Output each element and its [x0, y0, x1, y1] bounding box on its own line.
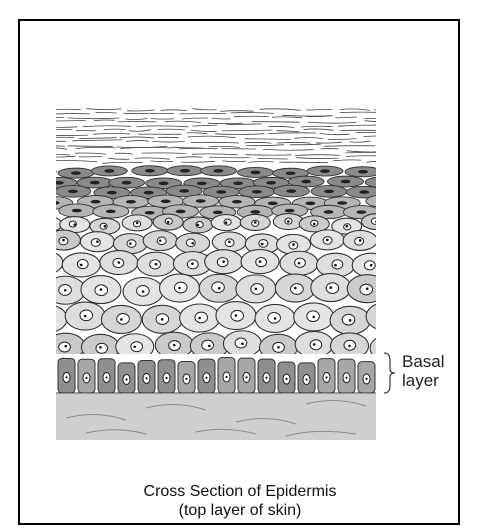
caption-subtitle: (top layer of skin) [60, 501, 420, 520]
stratum-granulosum [56, 166, 376, 220]
basal-layer-cells [56, 354, 376, 394]
label-line-2: layer [402, 371, 445, 390]
caption-title: Cross Section of Epidermis [60, 482, 420, 501]
epidermis-illustration [56, 48, 376, 440]
stratum-corneum [56, 109, 376, 164]
basal-layer-bracket [382, 352, 398, 394]
stratum-spinosum [56, 214, 376, 362]
figure-caption: Cross Section of Epidermis (top layer of… [60, 482, 420, 520]
label-line-1: Basal [402, 352, 445, 371]
basal-layer-label: Basal layer [402, 352, 445, 390]
dermis-layer [56, 393, 376, 440]
